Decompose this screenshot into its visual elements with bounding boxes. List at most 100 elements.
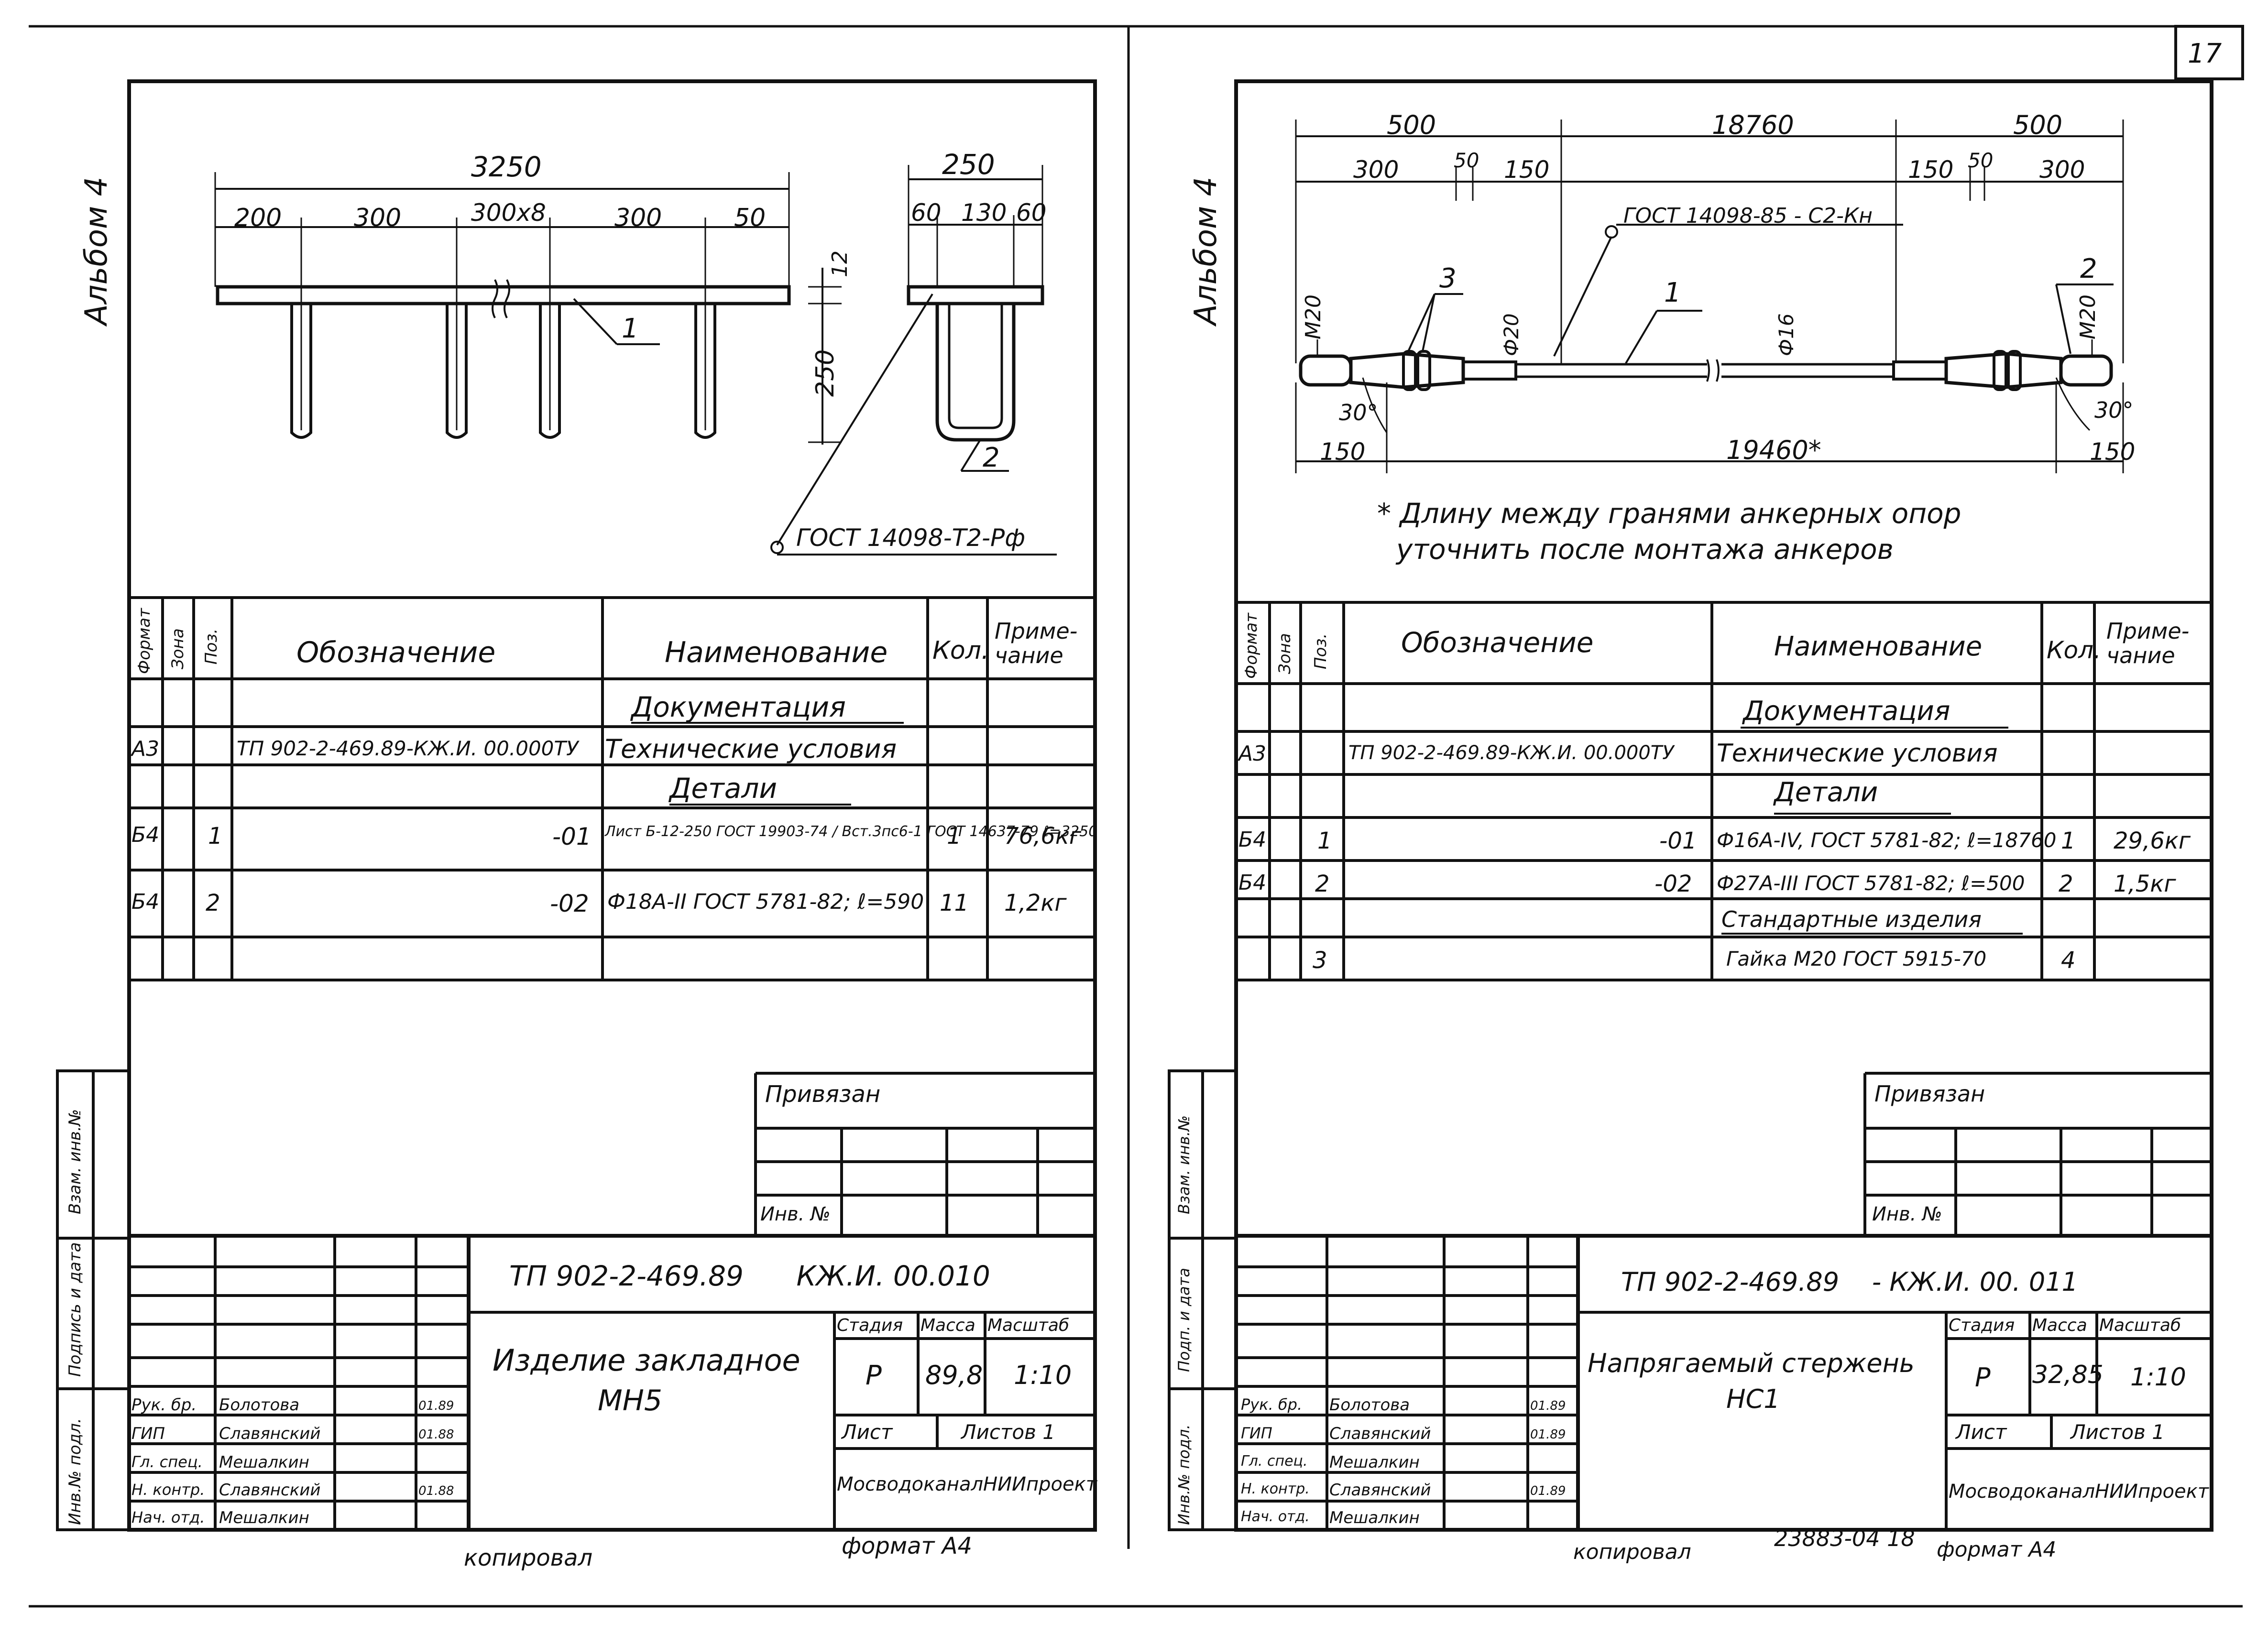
rth-designation: Обозначение bbox=[1401, 626, 1594, 659]
copied-left: копировал bbox=[464, 1545, 593, 1571]
rrow4-format: Б4 bbox=[1238, 871, 1267, 895]
row3-pos: 1 bbox=[208, 823, 223, 850]
row4-pos: 2 bbox=[206, 890, 220, 916]
person3-name-left: Славянский bbox=[219, 1481, 321, 1500]
format-left: формат А4 bbox=[842, 1533, 973, 1559]
rside-label-vzam: Взам. инв.№ bbox=[1175, 1115, 1193, 1214]
dim-300b: 300 bbox=[614, 204, 662, 232]
dim-top-500b: 500 bbox=[2013, 110, 2063, 140]
person3-date-left: 01.88 bbox=[418, 1484, 454, 1498]
row3-name: Лист Б-12-250 ГОСТ 19903-74 / Вст.3пс6-1… bbox=[605, 823, 1098, 840]
row1-name: Технические условия bbox=[605, 734, 897, 764]
rrow6-pos: 3 bbox=[1313, 947, 1327, 974]
th-qty: Кол. bbox=[932, 636, 989, 665]
stamp-stage-h-right: Стадия bbox=[1949, 1316, 2015, 1335]
side-label-vzam: Взам. инв.№ bbox=[66, 1109, 85, 1214]
row1-designation: ТП 902-2-469.89-КЖ.И. 00.000ТУ bbox=[237, 737, 579, 760]
dim-total: 3250 bbox=[471, 151, 542, 183]
th-format: Формат bbox=[135, 608, 154, 674]
dim-50b-right: 50 bbox=[1968, 149, 1994, 172]
dim-300a-right: 300 bbox=[1353, 156, 1399, 184]
copied-right: копировал bbox=[1573, 1540, 1691, 1564]
stamp-code-left: ТП 902-2-469.89 КЖ.И. 00.010 bbox=[509, 1260, 990, 1292]
weld-gost-left: ГОСТ 14098-Т2-Рф bbox=[796, 524, 1025, 552]
rth-name: Наименование bbox=[1774, 631, 1983, 662]
row1-format: А3 bbox=[131, 737, 160, 761]
th-zone: Зона bbox=[168, 628, 187, 669]
row4-qty: 11 bbox=[940, 890, 969, 916]
row4-note: 1,2кг bbox=[1004, 890, 1067, 916]
rrow4-note: 1,5кг bbox=[2114, 871, 2176, 897]
rperson1-date: 01.89 bbox=[1530, 1427, 1566, 1442]
stamp-org-right: МосводоканалНИИпроект bbox=[1949, 1481, 2209, 1503]
row3-note: 76,6кг bbox=[1004, 823, 1082, 850]
stamp-title1-left: Изделие закладное bbox=[493, 1343, 800, 1378]
stamp-stage-right: Р bbox=[1975, 1362, 1991, 1393]
rperson1-role: ГИП bbox=[1241, 1424, 1272, 1442]
row0-name: Документация bbox=[631, 691, 846, 723]
stamp-title2-left: МН5 bbox=[598, 1384, 663, 1417]
stamp-scale-h-right: Масштаб bbox=[2099, 1316, 2181, 1335]
stamp-title2-right: НС1 bbox=[1726, 1384, 1780, 1414]
person1-date-left: 01.88 bbox=[418, 1427, 454, 1442]
rperson3-name: Славянский bbox=[1329, 1481, 1431, 1500]
th-note: Приме- чание bbox=[995, 618, 1078, 668]
note-line1: * Длину между гранями анкерных опор bbox=[1377, 497, 1961, 530]
row3-format: Б4 bbox=[131, 823, 160, 847]
rth-zone: Зона bbox=[1275, 633, 1294, 674]
dim-angle-b: 30° bbox=[2094, 397, 2134, 423]
note-line2: уточнить после монтажа анкеров bbox=[1396, 533, 1894, 566]
rrow3-note: 29,6кг bbox=[2114, 828, 2191, 854]
dim-50: 50 bbox=[734, 204, 766, 232]
leader-pos1-left: 1 bbox=[622, 313, 639, 344]
rrow1-designation: ТП 902-2-469.89-КЖ.И. 00.000ТУ bbox=[1348, 742, 1674, 764]
stamp-scale-right: 1:10 bbox=[2130, 1363, 2186, 1392]
person0-date-left: 01.89 bbox=[418, 1399, 454, 1413]
dim-60a: 60 bbox=[911, 199, 942, 227]
rside-label-inv: Инв.№ подл. bbox=[1175, 1424, 1193, 1525]
dim-50a-right: 50 bbox=[1454, 149, 1479, 172]
rrow4-name: Ф27А-III ГОСТ 5781-82; ℓ=500 bbox=[1717, 871, 2025, 895]
rrow2-name: Детали bbox=[1774, 777, 1878, 808]
dim-m20a: М20 bbox=[1301, 294, 1326, 339]
rrow3-pos: 1 bbox=[1317, 828, 1332, 854]
dim-300a: 300 bbox=[354, 204, 402, 232]
side-label-sign: Подпись и дата bbox=[66, 1242, 85, 1377]
rrow5-name: Стандартные изделия bbox=[1721, 906, 1982, 932]
rrow3-qty: 1 bbox=[2061, 828, 2076, 854]
rrow6-name: Гайка М20 ГОСТ 5915-70 bbox=[1726, 947, 1987, 970]
rrow3-format: Б4 bbox=[1238, 828, 1267, 852]
stamp-sheet-left: Лист bbox=[842, 1420, 893, 1444]
rperson4-role: Нач. отд. bbox=[1241, 1508, 1310, 1525]
dim-m20b: М20 bbox=[2076, 294, 2100, 339]
person4-role-left: Нач. отд. bbox=[131, 1508, 205, 1526]
leader-pos1-right: 1 bbox=[1664, 277, 1681, 308]
dim-d16: Ф16 bbox=[1775, 313, 1798, 356]
dim-top-500a: 500 bbox=[1387, 110, 1436, 140]
page-number: 17 bbox=[2188, 38, 2222, 69]
leader-pos2-left: 2 bbox=[983, 442, 1000, 473]
dim-200: 200 bbox=[234, 204, 282, 232]
dim-300b-right: 300 bbox=[2039, 156, 2085, 184]
bottom-code: 23883-04 18 bbox=[1774, 1525, 1915, 1551]
stamp-bound-left: Привязан bbox=[765, 1081, 881, 1108]
stamp-sheets-left: Листов 1 bbox=[961, 1420, 1055, 1444]
rth-note: Приме- чание bbox=[2106, 618, 2190, 668]
dim-130: 130 bbox=[961, 199, 1007, 227]
row3-qty: 1 bbox=[947, 823, 962, 850]
stamp-bound-right: Привязан bbox=[1874, 1081, 1985, 1107]
dim-60b: 60 bbox=[1016, 199, 1047, 227]
dim-12: 12 bbox=[828, 251, 852, 277]
stamp-mass-h-right: Масса bbox=[2032, 1316, 2087, 1335]
dim-d20: Ф20 bbox=[1500, 313, 1523, 356]
stamp-title1-right: Напрягаемый стержень bbox=[1588, 1348, 1915, 1378]
person2-role-left: Гл. спец. bbox=[131, 1453, 203, 1471]
rth-format: Формат bbox=[1242, 613, 1261, 679]
rrow3-name: Ф16А-IV, ГОСТ 5781-82; ℓ=18760 bbox=[1717, 828, 2057, 852]
row4-name: Ф18А-II ГОСТ 5781-82; ℓ=590 bbox=[607, 890, 924, 914]
rperson3-role: Н. контр. bbox=[1241, 1481, 1310, 1497]
rrow4-pos: 2 bbox=[1315, 871, 1330, 897]
stamp-sheets-right: Листов 1 bbox=[2071, 1420, 2165, 1444]
stamp-scale-left: 1:10 bbox=[1014, 1360, 1072, 1390]
dim-250-height: 250 bbox=[811, 349, 840, 397]
